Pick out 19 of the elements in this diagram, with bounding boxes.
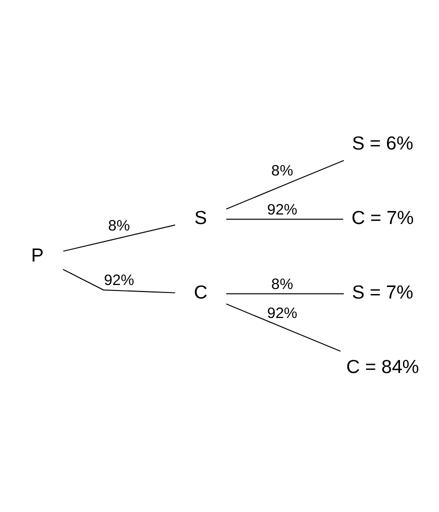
node-text: S = 6%: [352, 132, 414, 153]
connector: [226, 292, 344, 294]
node-text: S = 7%: [352, 280, 414, 302]
node-text: C = 84%: [346, 355, 420, 376]
edge-label: 8%: [108, 216, 130, 234]
edge-label: 8%: [271, 275, 294, 292]
edge-label: 92%: [267, 200, 298, 218]
connector: [62, 268, 176, 293]
edge-label: 8%: [271, 162, 294, 180]
node-text: S: [194, 206, 207, 228]
edge-label: 92%: [104, 272, 134, 289]
node-text: P: [31, 244, 44, 266]
connector: [226, 302, 341, 352]
connector: [226, 159, 344, 210]
edge-label: 92%: [267, 304, 298, 322]
connector: [226, 218, 344, 220]
connector: [62, 224, 176, 252]
node-text: C = 7%: [351, 206, 414, 228]
node-text: C: [194, 280, 208, 302]
